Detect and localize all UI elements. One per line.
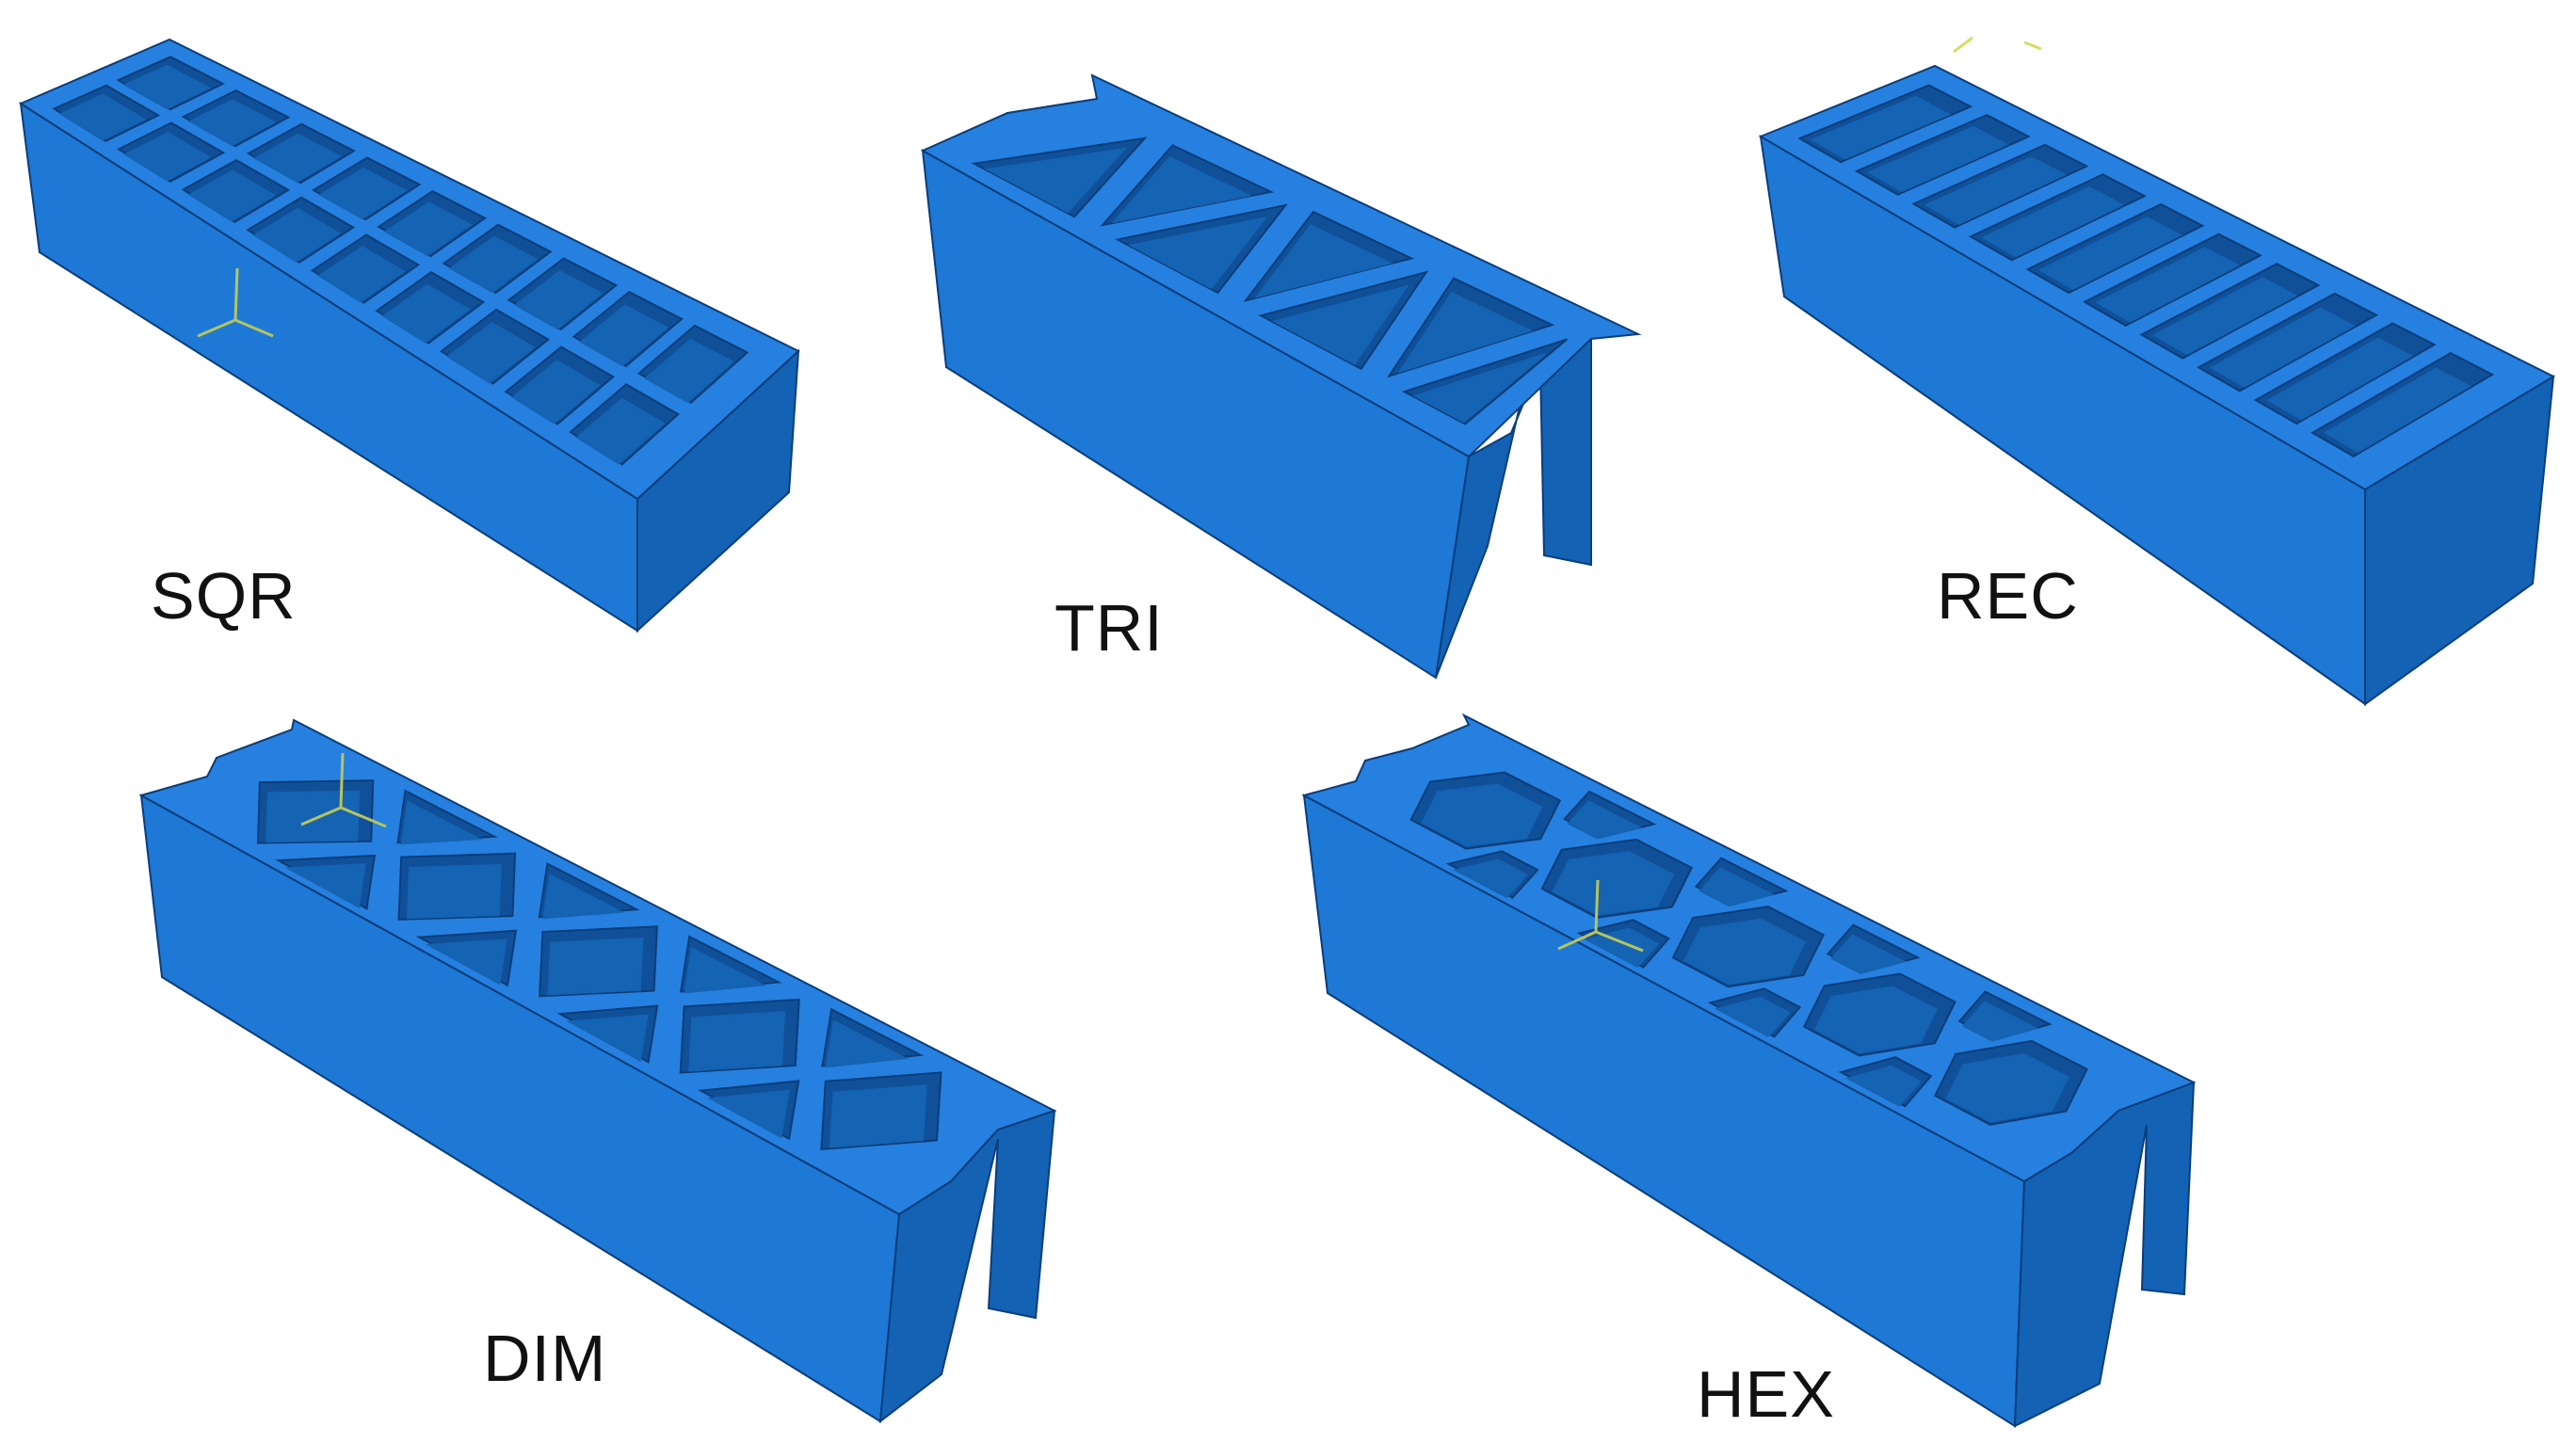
rec-cell-row <box>1797 84 2495 457</box>
tri-cell-floor <box>1271 284 1409 365</box>
sqr-cell-floor <box>383 201 473 257</box>
rec-cell-floor <box>2152 277 2298 356</box>
label-rec: REC <box>1937 559 2079 633</box>
dim-cell-lattice <box>256 779 942 1150</box>
rec-cell-floor <box>1924 156 2068 225</box>
dim-cell-diamond-floor <box>547 937 644 996</box>
rec-cell-floor <box>1810 95 1952 160</box>
hex-cell-floor <box>1421 783 1543 847</box>
dim-cell-half-floor <box>825 1019 909 1068</box>
hex-cell-pocket-floor <box>1714 996 1791 1038</box>
sqr-cell-floor <box>513 270 604 330</box>
hex-specimen <box>1301 713 2197 1428</box>
rec-specimen <box>1758 64 2556 706</box>
hex-cell-pocket-floor <box>1830 934 1907 974</box>
rec-cell-floor <box>2095 247 2241 323</box>
sqr-cell-floor <box>187 99 277 147</box>
tri-cell-floor <box>984 147 1127 214</box>
hex-cell-floor <box>1814 986 1939 1054</box>
hex-cell-pocket-floor <box>1452 858 1528 899</box>
sqr-cell-floor <box>253 133 342 184</box>
sqr-cell-floor <box>317 246 406 303</box>
hex-cell-floor <box>1552 851 1675 916</box>
dim-cell-diamond-floor <box>406 863 502 920</box>
sqr-cell-floor <box>579 304 669 367</box>
tri-cell-floor <box>1128 216 1268 290</box>
rec-axis-triad-fragment <box>1953 36 2042 54</box>
sqr-cell-floor <box>123 132 212 182</box>
dim-cell-half-floor <box>684 946 767 994</box>
label-dim: DIM <box>483 1322 607 1395</box>
tri-cell-floor <box>1111 156 1252 224</box>
dim-cell-half-floor <box>706 1089 790 1139</box>
hex-cell-pocket-floor <box>1845 1065 1922 1107</box>
rec-cell-floor <box>2266 337 2414 421</box>
sqr-cell-floor <box>575 397 666 465</box>
sqr-cell-floor <box>187 169 277 222</box>
hex-cell-honeycomb <box>1409 771 2088 1126</box>
sqr-specimen <box>18 38 800 633</box>
sqr-cell-floor <box>448 235 539 294</box>
hex-cell-pocket-floor <box>1567 800 1643 840</box>
tri-cell-floor <box>1412 353 1546 424</box>
label-sqr: SQR <box>151 559 297 633</box>
rec-cell-floor <box>2209 307 2356 388</box>
tri-cell-floor <box>1397 291 1534 374</box>
sqr-cell-floor <box>122 64 212 110</box>
sqr-cell-floor <box>252 207 342 263</box>
hex-cell-pocket-floor <box>1961 1001 2038 1042</box>
sqr-cell-grid <box>52 56 749 466</box>
tri-cell-floor <box>1254 224 1393 298</box>
hex-cell-pocket-floor <box>1699 867 1775 907</box>
sqr-cell-floor <box>644 338 734 404</box>
hex-cell-floor <box>1682 918 1807 985</box>
hex-cell-pocket-floor <box>1583 927 1660 969</box>
sqr-cell-floor <box>58 93 147 141</box>
dim-cell-half-floor <box>400 800 483 845</box>
dim-axis-triad <box>300 752 387 828</box>
dim-cell-diamond-floor <box>829 1084 927 1148</box>
sqr-cell-floor <box>318 168 408 220</box>
label-hex: HEX <box>1697 1357 1835 1431</box>
dim-cell-diamond-floor <box>266 790 361 843</box>
dim-cell-diamond-floor <box>688 1011 786 1072</box>
label-tri: TRI <box>1055 591 1164 665</box>
dim-cell-half-floor <box>566 1014 649 1062</box>
sqr-cell-floor <box>510 360 601 425</box>
tri-specimen <box>920 73 1642 680</box>
rec-cell-floor <box>1867 125 2009 193</box>
tri-cell-row <box>971 136 1568 425</box>
rec-cell-floor <box>2323 367 2471 453</box>
dim-cell-half-floor <box>284 863 366 908</box>
rec-cell-floor <box>1981 186 2125 258</box>
rec-cell-floor <box>2037 216 2182 290</box>
sqr-axis-triad <box>197 267 274 338</box>
sqr-cell-floor <box>446 321 536 384</box>
sqr-cell-floor <box>381 283 471 344</box>
dim-cell-half-floor <box>542 874 625 920</box>
hex-axis-triad <box>1557 879 1644 953</box>
hex-cell-floor <box>1945 1053 2069 1123</box>
dim-cell-half-floor <box>425 938 507 986</box>
dim-specimen <box>138 718 1057 1424</box>
